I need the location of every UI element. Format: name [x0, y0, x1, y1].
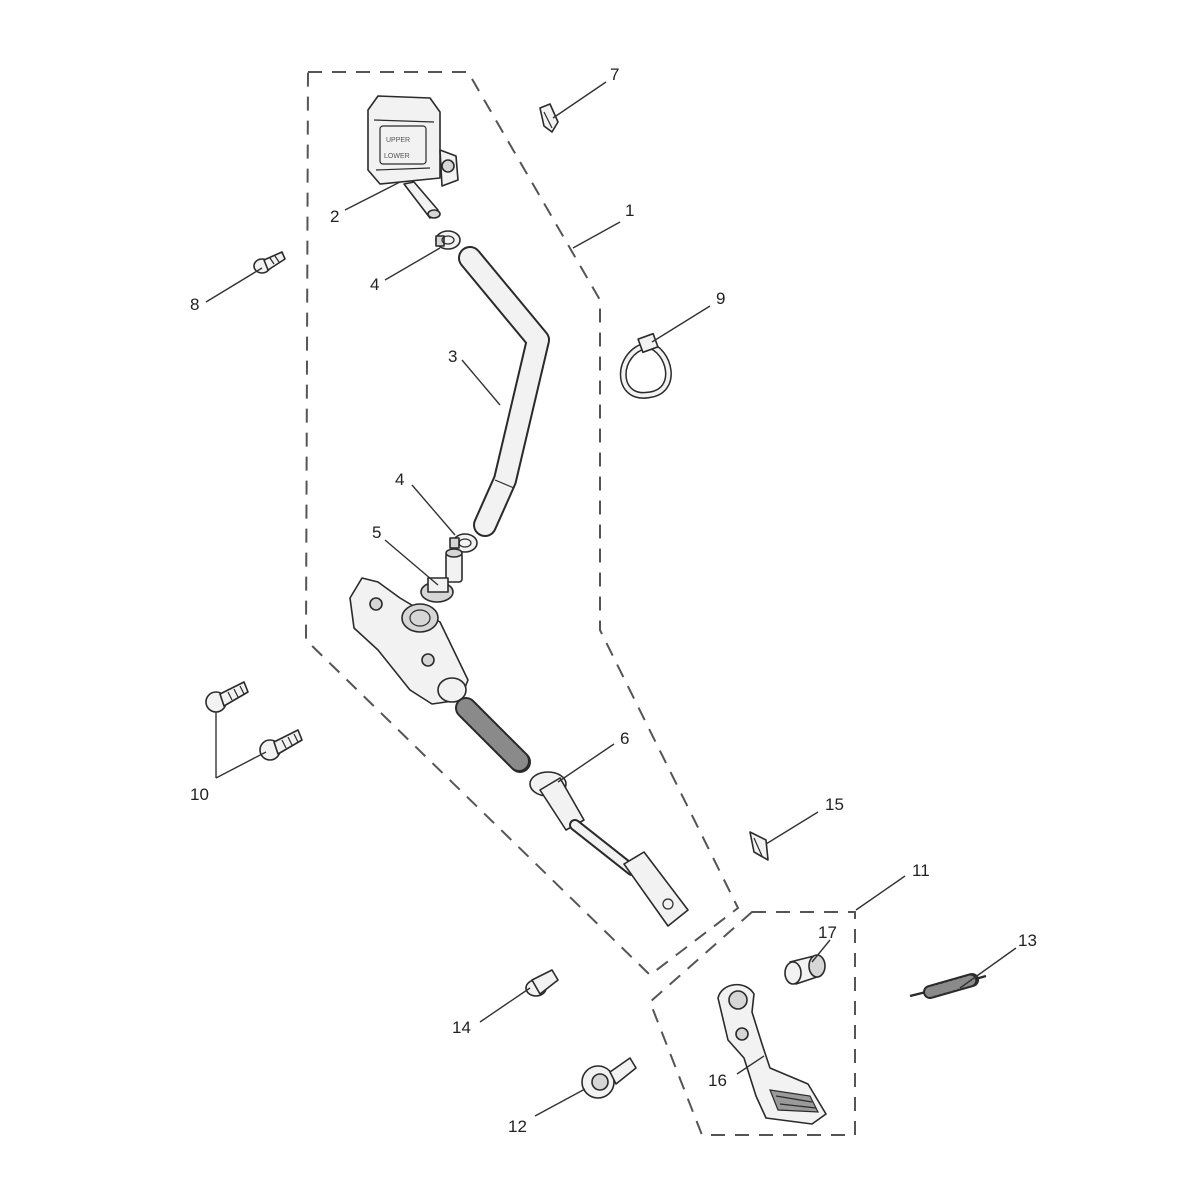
callout-14: 14	[452, 1018, 471, 1037]
pedal-pivot-bolt	[581, 1057, 637, 1099]
pedal-spring	[909, 973, 987, 999]
callout-15: 15	[825, 795, 844, 814]
callout-10: 10	[190, 785, 209, 804]
callout-6: 6	[620, 729, 629, 748]
push-rod	[529, 771, 689, 927]
callout-8: 8	[190, 295, 199, 314]
bolt-left-lower	[259, 729, 303, 761]
reservoir-upper-marking: UPPER	[386, 137, 410, 144]
callout-1: 1	[625, 201, 634, 220]
callout-13: 13	[1018, 931, 1037, 950]
brake-pedal-lever	[717, 983, 827, 1125]
callout-11: 11	[912, 861, 930, 880]
callout-4-lower: 4	[395, 470, 404, 489]
reservoir-hose	[458, 246, 550, 537]
assembly-outline-master-cylinder	[304, 71, 740, 977]
callout-16: 16	[708, 1071, 727, 1090]
master-cylinder-body	[349, 577, 469, 705]
callout-12: 12	[508, 1117, 527, 1136]
callout-17: 17	[818, 923, 837, 942]
cable-tie-loop	[619, 332, 672, 399]
callout-9: 9	[716, 289, 725, 308]
leader-lines	[205, 81, 1017, 1117]
assembly-outline-brake-pedal	[648, 911, 856, 1136]
callout-5: 5	[372, 523, 381, 542]
reservoir-lower-marking: LOWER	[384, 153, 410, 160]
return-spring	[455, 697, 531, 773]
callout-3: 3	[448, 347, 457, 366]
callout-4-upper: 4	[370, 275, 379, 294]
bolt-upper	[253, 251, 286, 274]
reservoir: UPPER LOWER	[367, 95, 459, 219]
retaining-clip	[749, 831, 769, 861]
clip-small	[539, 103, 559, 133]
hose-clip-lower	[449, 533, 478, 553]
bolt-left-upper	[205, 681, 249, 713]
pivot-bush	[784, 954, 826, 985]
callout-7: 7	[610, 65, 619, 84]
clevis-pin	[525, 969, 559, 997]
callout-2: 2	[330, 207, 339, 226]
hose-clip-upper	[435, 230, 461, 250]
